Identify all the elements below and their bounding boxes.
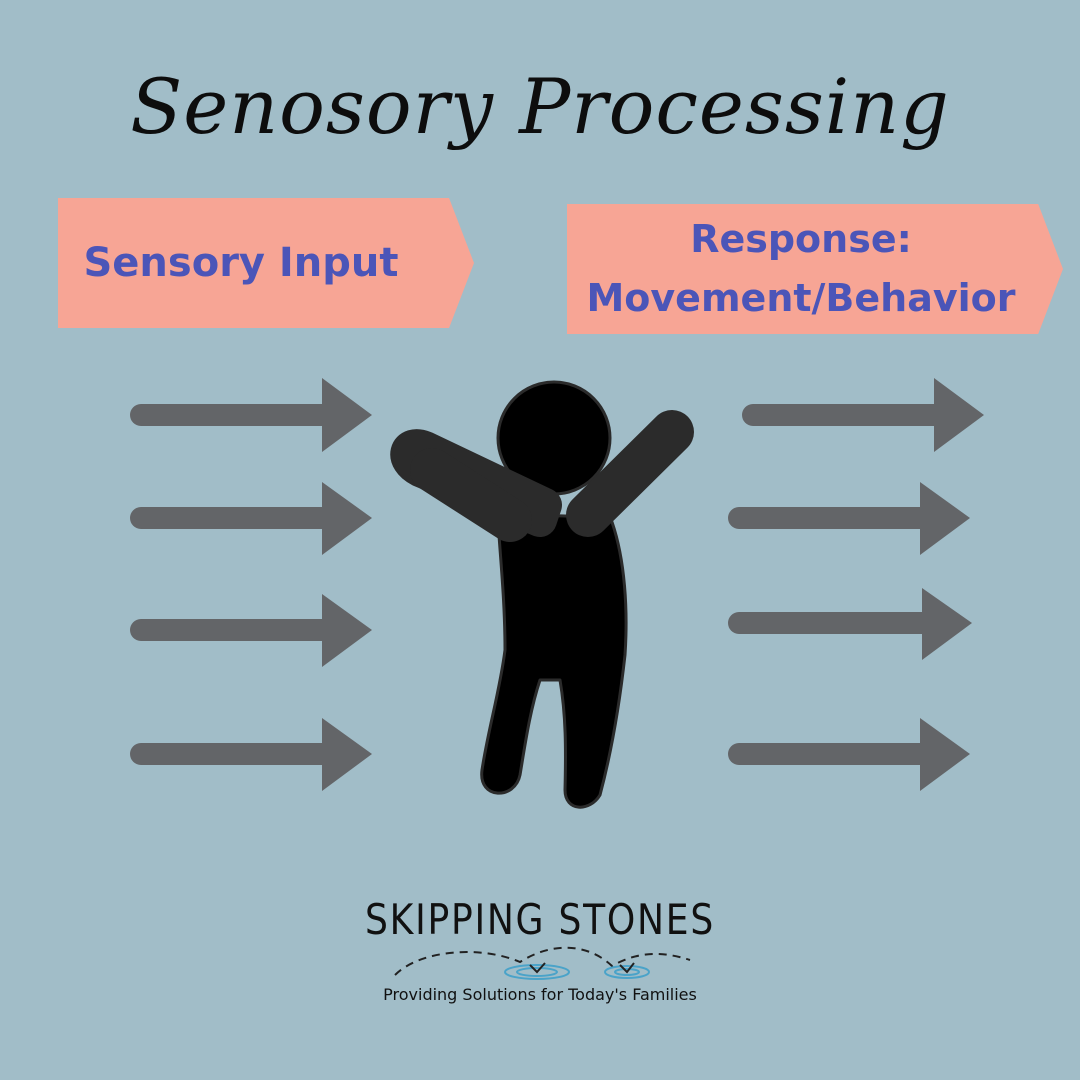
arrow-right-icon — [728, 718, 970, 791]
input-arrows — [130, 378, 372, 791]
person-arms-raised-icon — [390, 380, 694, 809]
response-banner: Response: Movement/Behavior — [567, 204, 1063, 334]
arrow-right-icon — [130, 718, 372, 791]
response-label-line2: Movement/Behavior — [586, 276, 1016, 320]
response-label-line1: Response: — [690, 217, 912, 262]
arrow-right-icon — [130, 378, 372, 452]
sensory-input-label: Sensory Input — [83, 240, 399, 286]
response-arrows — [728, 378, 984, 791]
arrow-right-icon — [728, 588, 972, 660]
sensory-input-banner: Sensory Input — [58, 198, 474, 328]
logo-tagline: Providing Solutions for Today's Families — [383, 985, 697, 1004]
page-title: Senosory Processing — [130, 62, 950, 151]
arrow-right-icon — [728, 482, 970, 555]
arrow-right-icon — [742, 378, 984, 452]
logo-wordmark: SKIPPING STONES — [365, 895, 715, 944]
arrow-right-icon — [130, 482, 372, 555]
arrow-right-icon — [130, 594, 372, 667]
